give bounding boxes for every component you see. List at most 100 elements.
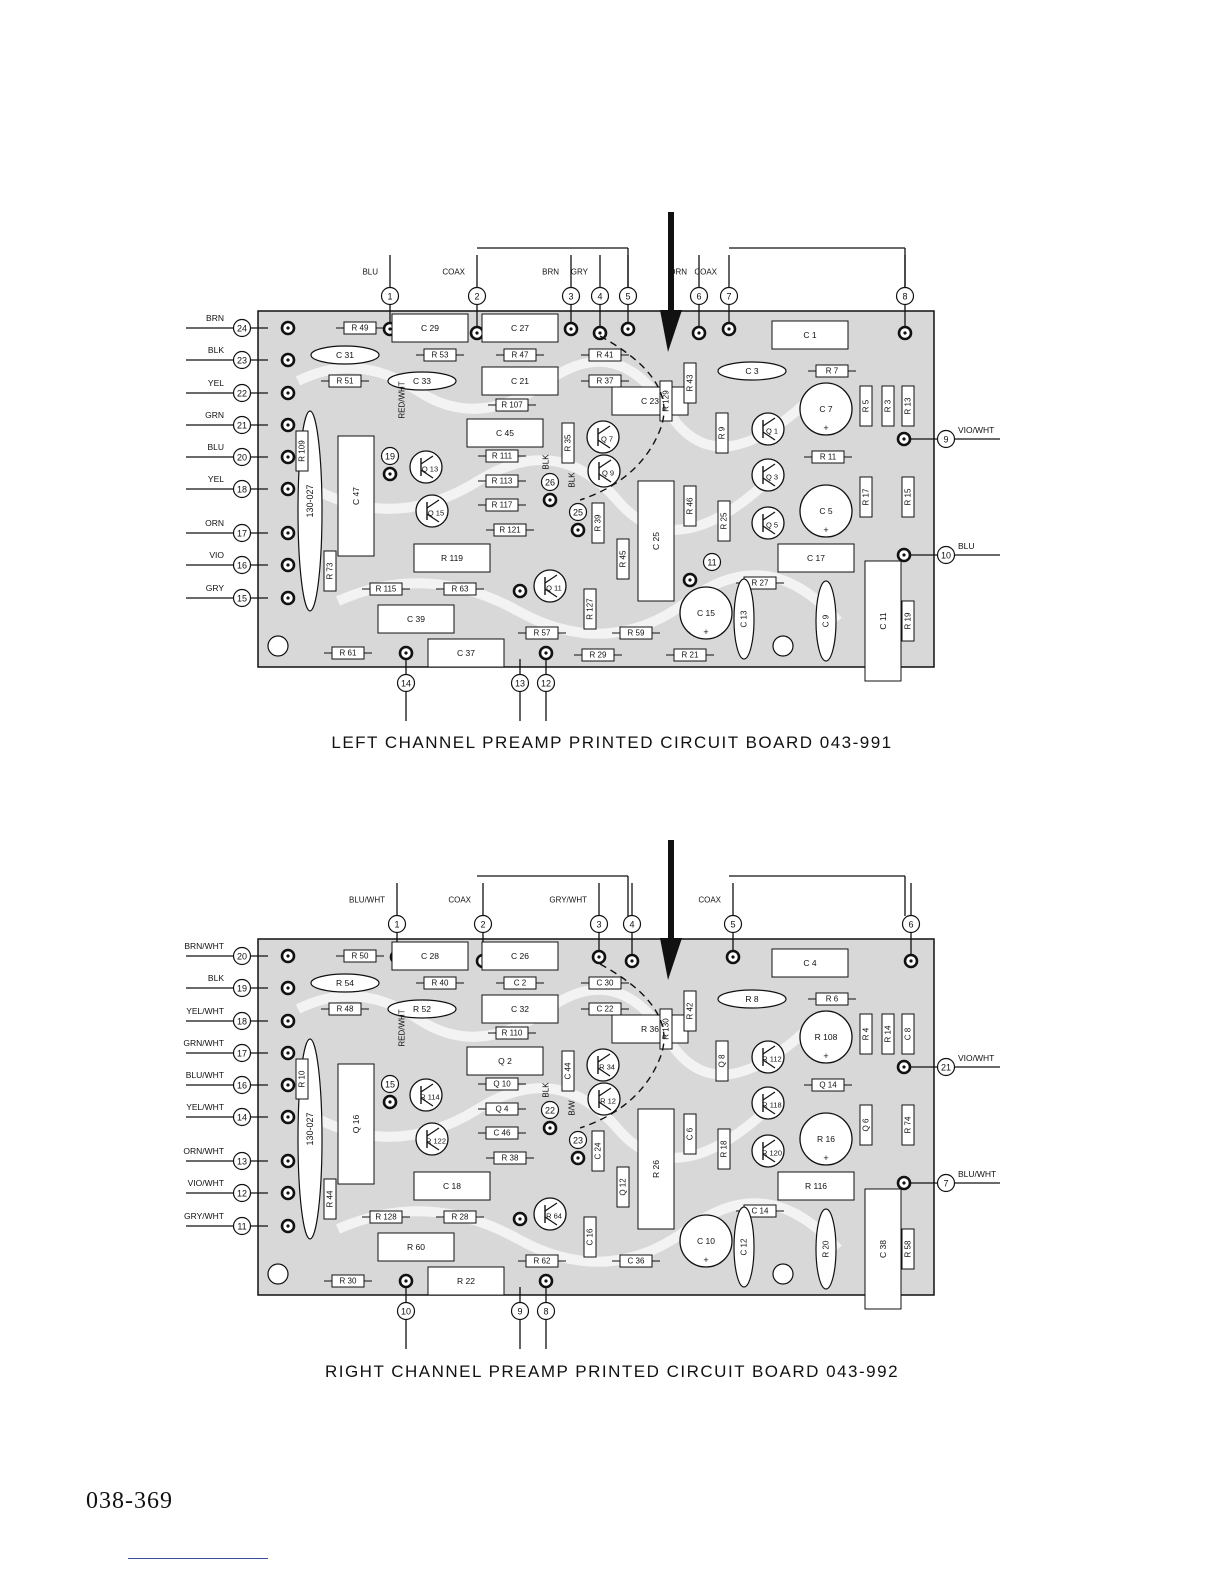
solder-pad [682, 572, 698, 588]
resistor-body [591, 502, 605, 544]
resistor-label: R 38 [502, 1154, 519, 1163]
terminal-number-label: 2 [474, 292, 479, 302]
pad-hole [286, 1224, 290, 1228]
terminal-number-label: 1 [387, 292, 392, 302]
resistor: R 13 [901, 385, 915, 427]
resistor-body [901, 1013, 915, 1055]
terminal-number-circle [232, 1011, 252, 1031]
transistor-emitter [426, 513, 440, 523]
transistor-emitter [762, 1153, 776, 1163]
component: C 17 [777, 543, 855, 573]
arrow-head [660, 938, 682, 980]
component-body [481, 941, 559, 971]
component: C 45 [466, 418, 544, 448]
component-label: C 27 [511, 323, 529, 333]
resistor-label: C 36 [628, 1257, 645, 1266]
component: C 39 [377, 604, 455, 634]
terminal-number-label: 17 [237, 529, 247, 539]
component: R 60 [377, 1232, 455, 1262]
resistor-body [717, 1128, 731, 1170]
pad-hole [569, 327, 573, 331]
terminal-number-label: 8 [543, 1307, 548, 1317]
resistor-body [295, 1058, 309, 1100]
solder-pad [592, 325, 608, 341]
terminal-number: 20 [232, 447, 252, 467]
transistor-collector [762, 1139, 776, 1149]
transistor-emitter [426, 1141, 440, 1151]
terminal-number: 16 [232, 1075, 252, 1095]
component: C 38 [864, 1188, 902, 1310]
transistor-label: Q 11 [546, 584, 562, 593]
transistor-emitter [762, 1059, 776, 1069]
terminal-number-label: 23 [237, 356, 247, 366]
resistor-label: Q 14 [819, 1081, 837, 1090]
terminal-number-label: 20 [237, 453, 247, 463]
transistor: Q 13 [409, 450, 443, 484]
solder-pad [542, 492, 558, 508]
terminal-number-label: 8 [902, 292, 907, 302]
pad-hole [404, 1279, 408, 1283]
resistor-label: R 28 [452, 1213, 469, 1222]
transistor-body [587, 454, 621, 488]
internal-terminal: 26 [540, 472, 560, 508]
capacitor-body [717, 361, 787, 381]
solder-pad [280, 320, 296, 336]
component-body [771, 948, 849, 978]
board-code-label: 130-027 [305, 484, 315, 517]
resistor-label: R 57 [534, 629, 551, 638]
terminal-number-circle [396, 673, 416, 693]
component: C 23 [611, 386, 689, 416]
resistor: R 46 [683, 485, 697, 527]
resistor: R 14 [881, 1013, 895, 1055]
component-label: Q 2 [498, 1056, 512, 1066]
document-number: 038-369 [86, 1488, 173, 1514]
wire-color-label: COAX [694, 268, 717, 277]
transistor-body [751, 506, 785, 540]
capacitor-label: R 54 [336, 978, 354, 988]
transistor-label: R 118 [762, 1101, 781, 1110]
component: R 119 [413, 543, 491, 573]
resistor-body [495, 398, 529, 412]
solder-pad [398, 645, 414, 661]
terminal-number-label: 25 [573, 508, 583, 518]
electrolytic-capacitor: R 16+ [799, 1112, 853, 1166]
component-body [611, 386, 689, 416]
component-body [377, 604, 455, 634]
resistor-label: R 63 [452, 585, 469, 594]
terminal-number-label: 23 [573, 1136, 583, 1146]
resistor-body [331, 646, 365, 660]
resistor: R 61 [324, 646, 372, 660]
resistor: C 2 [496, 976, 544, 990]
resistor: R 130 [659, 1008, 673, 1050]
resistor-label: R 49 [352, 324, 369, 333]
resistor: R 43 [683, 362, 697, 404]
resistor: R 127 [583, 588, 597, 630]
transistor-emitter [420, 469, 434, 479]
terminal-number-label: 19 [385, 452, 395, 462]
resistor-body [369, 582, 403, 596]
transistor-label: R 114 [420, 1093, 439, 1102]
resistor-label: R 59 [628, 629, 645, 638]
solder-pad [896, 1175, 912, 1191]
component-body [337, 1063, 375, 1185]
left-channel-board: 130-02724BRN23BLK22YEL21GRN20BLU18YEL17O… [186, 212, 1000, 721]
wire-color-label: GRY/WHT [184, 1211, 224, 1221]
bottom-terminal: 8 [536, 1273, 556, 1349]
component: C 1 [771, 320, 849, 350]
transistor-body [409, 450, 443, 484]
resistor: R 53 [416, 348, 464, 362]
terminal-number-circle [467, 286, 487, 306]
terminal-number: 10 [936, 545, 956, 565]
resistor: Q 12 [616, 1166, 630, 1208]
resistor: R 40 [416, 976, 464, 990]
pad-hole [902, 1065, 906, 1069]
wire-color-label: ORN [205, 518, 224, 528]
terminal-number: 16 [232, 555, 252, 575]
resistor: C 6 [683, 1113, 697, 1155]
transistor: Q 7 [586, 420, 620, 454]
resistor-label: R 19 [904, 612, 913, 629]
